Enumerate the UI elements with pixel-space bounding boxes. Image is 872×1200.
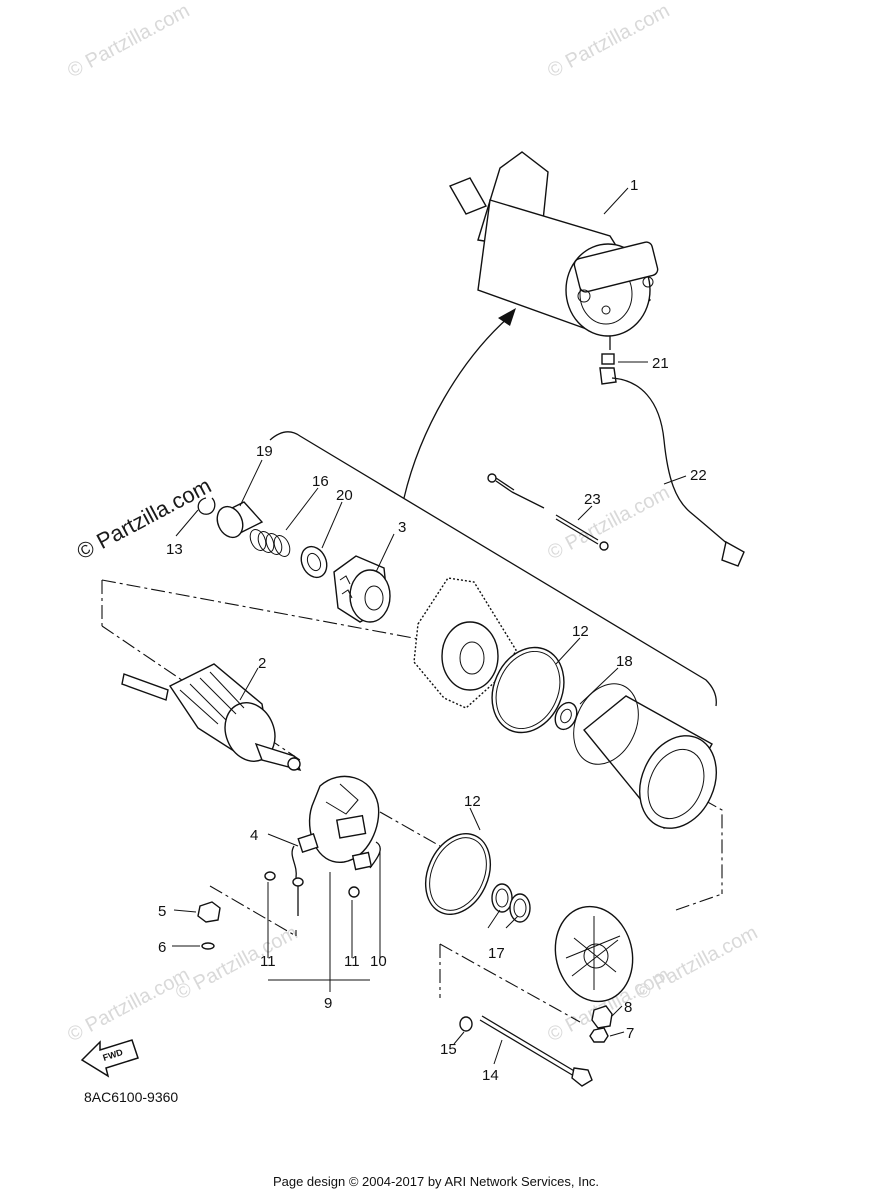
callout-23: 23 [584,491,601,508]
callout-12: 12 [572,623,589,640]
diagram-code: 8AC6100-9360 [84,1089,178,1105]
callout-5: 5 [158,903,166,920]
arrowhead [498,308,516,326]
brush-screw [264,871,360,916]
brush [351,841,381,871]
nut [197,901,221,923]
lead-wires [487,473,609,551]
watermark-group: © Partzilla.com © Partzilla.com © Partzi… [64,0,761,1046]
callout-21: 21 [652,355,669,372]
callout-11: 11 [260,953,276,970]
group-bracket [269,431,717,707]
callout-10: 10 [370,953,387,970]
spring [249,529,291,557]
callout-8: 8 [624,999,632,1016]
callout-15: 15 [440,1041,457,1058]
washer-set [491,883,531,923]
watermark: © Partzilla.com [64,964,193,1047]
o-ring-upper [491,646,565,734]
leader-lines [172,187,687,1065]
callout-20: 20 [336,487,353,504]
forward-arrow-icon: FWD [80,1039,139,1078]
yoke [573,683,717,830]
callout-12: 12 [464,793,481,810]
through-bolt [479,1015,593,1087]
circlip [197,497,216,515]
callout-13: 13 [166,541,183,558]
terminal-and-lead [599,353,745,567]
partzilla-watermark: © Partzilla.com [73,473,216,565]
callout-labels: 1 2 3 4 5 6 7 8 9 10 11 11 12 12 13 14 1… [158,177,707,1084]
small-washer [201,942,215,950]
callout-17: 17 [488,945,505,962]
watermark: © Partzilla.com [544,0,673,82]
page-footer: Page design © 2004-2017 by ARI Network S… [272,1174,600,1189]
callout-19: 19 [256,443,273,460]
watermark: © Partzilla.com [172,922,301,1005]
callout-7: 7 [626,1025,634,1042]
callout-22: 22 [690,467,707,484]
cap-nut [591,1005,613,1029]
callout-2: 2 [258,655,266,672]
clutch-assembly [333,555,391,623]
callout-14: 14 [482,1067,499,1084]
callout-6: 6 [158,939,166,956]
washer [300,545,328,579]
assembly-arrow [403,315,511,499]
collar [216,501,264,539]
callout-11: 11 [344,953,360,970]
armature [121,663,302,772]
callout-9: 9 [324,995,332,1012]
watermark: © Partzilla.com [632,922,761,1005]
hex-nut [589,1027,609,1043]
rear-cover [554,905,634,1003]
callout-1: 1 [630,177,638,194]
brush-holder-plate [308,775,380,863]
callout-4: 4 [250,827,258,844]
callout-16: 16 [312,473,329,490]
starter-motor-assembly [448,151,659,350]
watermark: © Partzilla.com [64,0,193,82]
o-ring-lower [425,833,491,915]
brush [291,832,319,879]
small-o-ring [459,1016,473,1032]
callout-18: 18 [616,653,633,670]
callout-3: 3 [398,519,406,536]
